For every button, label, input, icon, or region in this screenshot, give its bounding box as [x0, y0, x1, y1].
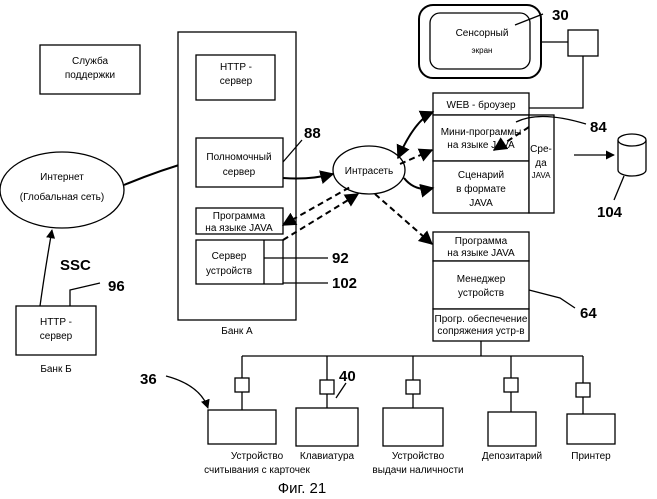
ref-104-leader — [614, 176, 624, 200]
java-env-line2: да — [535, 158, 547, 169]
ref-88: 88 — [304, 125, 321, 142]
ref-36-arrow — [166, 376, 208, 408]
ref-102: 102 — [332, 275, 357, 292]
device-label-keyboard: Клавиатура — [300, 451, 355, 462]
full-server-line1: Полномочный — [206, 152, 271, 163]
device-manager-line2: устройств — [458, 288, 504, 299]
bank-a-java-line1: Программа — [213, 211, 266, 222]
intranet-device-program-link — [375, 194, 432, 244]
printer-connector — [576, 356, 590, 414]
bank-b-http-line1: HTTP - — [40, 317, 72, 328]
intranet-applets-link — [400, 150, 432, 164]
ref-92: 92 — [332, 250, 349, 267]
cash-dispenser-box — [383, 408, 443, 446]
ref-40: 40 — [339, 368, 356, 385]
ref-36: 36 — [140, 371, 157, 388]
touch-screen-line2: экран — [472, 46, 493, 55]
device-server-line1: Сервер — [212, 251, 247, 262]
device-label-printer: Принтер — [571, 451, 611, 462]
ref-96: 96 — [108, 278, 125, 295]
ref-84: 84 — [590, 119, 607, 136]
applets-line1: Мини-программы — [441, 127, 522, 138]
support-service-box: Служба поддержки — [40, 45, 140, 94]
touch-screen-line1: Сенсорный — [456, 28, 509, 39]
device-manager-line1: Менеджер — [457, 274, 506, 285]
printer-box — [567, 414, 615, 444]
ref-64-leader — [529, 290, 575, 308]
bank-a-label: Банк А — [221, 326, 253, 337]
full-server-box: Полномочный сервер — [196, 138, 283, 187]
device-server-box: Сервер устройств — [196, 240, 283, 284]
cash-dispenser-connector — [406, 356, 420, 408]
bank-a-http-line1: HTTP - — [220, 62, 252, 73]
bank-a-java-program-box: Программа на языке JAVA — [196, 208, 283, 234]
ref-104: 104 — [597, 204, 623, 221]
internet-label: Интернет — [40, 172, 84, 183]
ssc-label: SSC — [60, 257, 91, 274]
java-env-line1: Сре- — [530, 144, 552, 155]
interface-software-line2: сопряжения устр-в — [437, 326, 524, 337]
ref-40-leader — [336, 383, 346, 398]
depository-box — [488, 412, 536, 446]
ref-96-leader — [70, 283, 100, 306]
intranet-node: Интрасеть — [333, 146, 405, 194]
bank-a-http-server-box: HTTP - сервер — [196, 55, 275, 100]
ref-64: 64 — [580, 305, 597, 322]
device-java-line2: на языке JAVA — [447, 248, 515, 259]
device-label-cash-dispenser-2: выдачи наличности — [372, 465, 463, 476]
figure-caption: Фиг. 21 — [278, 480, 326, 497]
full-server-line2: сервер — [223, 167, 256, 178]
java-env-line3: JAVA — [532, 171, 551, 180]
bank-a-http-line2: сервер — [220, 76, 253, 87]
keyboard-connector — [320, 356, 334, 408]
applets-line2: на языке JAVA — [447, 140, 515, 151]
database-icon — [618, 134, 646, 176]
scenario-line2: в формате — [456, 183, 506, 195]
device-label-card-reader-2: считывания с карточек — [204, 465, 310, 476]
device-block: Программа на языке JAVA Менеджер устройс… — [433, 232, 529, 341]
browser-block: WEB - броузер Мини-программы на языке JA… — [433, 93, 554, 213]
touch-screen-controller — [568, 30, 598, 56]
support-service-line1: Служба — [72, 55, 108, 67]
device-server-line2: устройств — [206, 266, 252, 277]
device-label-cash-dispenser-1: Устройство — [392, 451, 445, 462]
bank-b-label: Банк Б — [40, 364, 72, 375]
scenario-line3: JAVA — [469, 198, 493, 209]
keyboard-box — [296, 408, 358, 446]
card-reader-box — [208, 410, 276, 444]
ref-30-leader — [515, 14, 543, 25]
bank-b-http-line2: сервер — [40, 331, 73, 342]
scenario-line1: Сценарий — [458, 170, 504, 181]
intranet-label: Интрасеть — [345, 166, 393, 177]
device-label-card-reader-1: Устройство — [231, 451, 284, 462]
bank-a-java-line2: на языке JAVA — [205, 223, 273, 234]
internet-node: Интернет (Глобальная сеть) — [0, 152, 124, 228]
depository-connector — [504, 356, 518, 412]
interface-software-line1: Прогр. обеспечение — [435, 313, 528, 325]
controller-browser-link — [529, 56, 583, 108]
web-browser-label: WEB - броузер — [447, 99, 516, 111]
internet-sublabel: (Глобальная сеть) — [20, 191, 104, 203]
bank-b-http-server-box: HTTP - сервер — [16, 306, 96, 355]
support-service-line2: поддержки — [65, 70, 115, 81]
ref-30: 30 — [552, 7, 569, 24]
device-label-depository: Депозитарий — [482, 451, 542, 462]
ssc-link — [40, 230, 52, 306]
intranet-scenario-link — [404, 178, 433, 189]
touch-screen: Сенсорный экран — [419, 5, 541, 78]
card-reader-connector — [235, 356, 249, 410]
device-java-line1: Программа — [455, 236, 508, 247]
